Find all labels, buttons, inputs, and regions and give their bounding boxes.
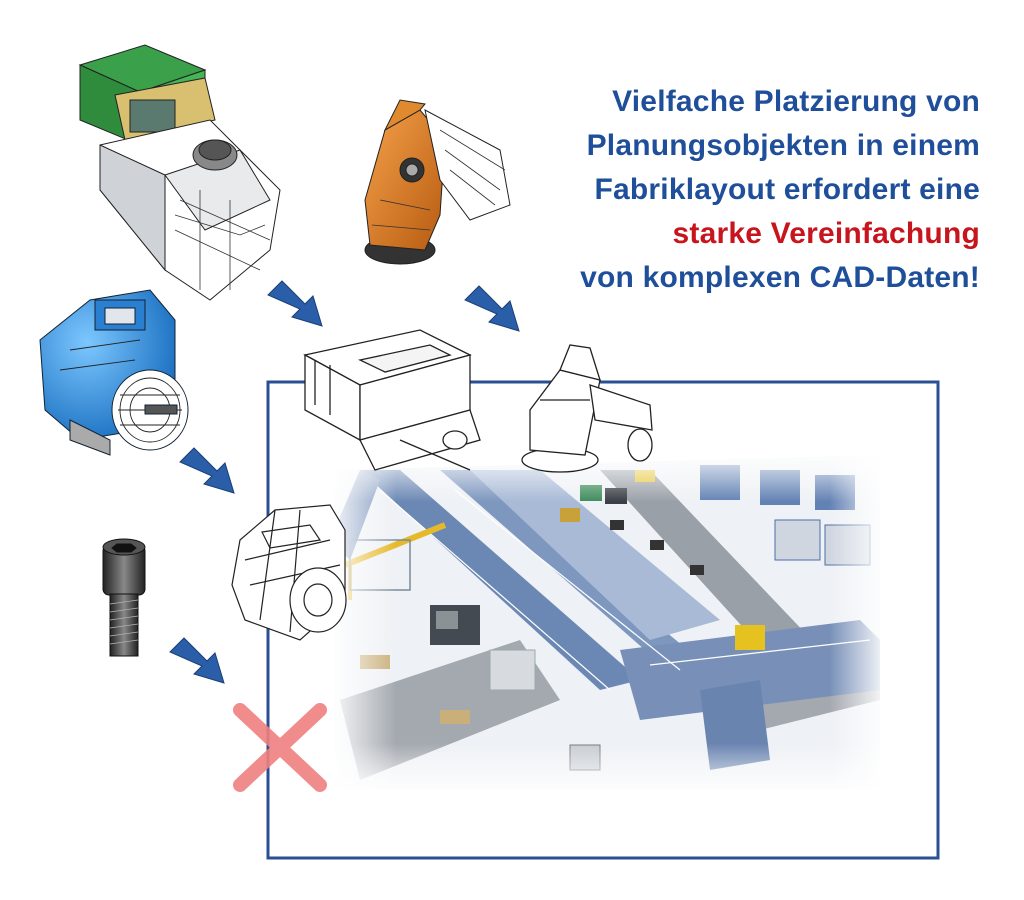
headline-line-3: Fabriklayout erfordert eine — [594, 173, 980, 206]
simplified-injection-molding-machine — [303, 329, 481, 471]
headline-line-1: Vielfache Platzierung von — [612, 85, 980, 118]
reject-cross-icon — [233, 703, 327, 792]
arrows — [169, 280, 520, 684]
cad-industrial-robot — [364, 99, 511, 265]
headline: Vielfache Platzierung von Planungsobjekt… — [580, 80, 980, 300]
cad-electric-motor — [39, 289, 189, 456]
arrow-robot-icon — [464, 285, 520, 332]
arrow-screw-icon — [169, 637, 225, 684]
simplified-electric-motor — [231, 504, 347, 641]
factory-layout — [330, 450, 885, 795]
headline-accent-line: starke Vereinfachung — [672, 217, 980, 250]
arrow-motor-icon — [179, 447, 235, 494]
cad-socket-head-screw — [102, 538, 146, 657]
headline-line-2: Planungsobjekten in einem — [586, 129, 980, 162]
simplified-industrial-robot — [521, 344, 653, 473]
headline-line-5: von komplexen CAD-Daten! — [580, 261, 980, 294]
cad-injection-molding-machine — [78, 44, 281, 301]
arrow-machine-icon — [267, 280, 323, 327]
